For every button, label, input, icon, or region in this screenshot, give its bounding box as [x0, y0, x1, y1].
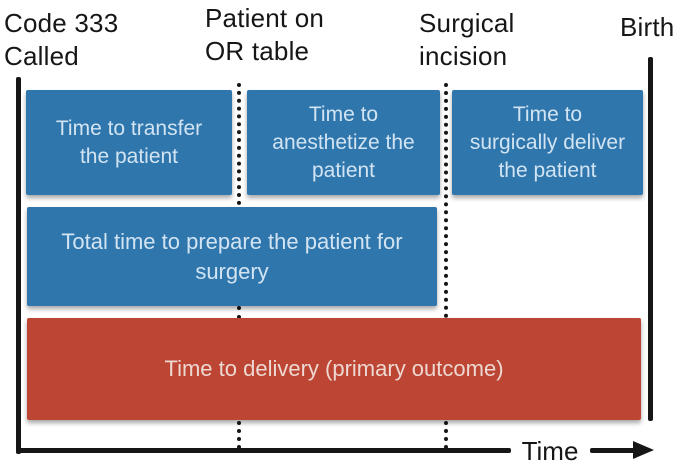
milestone-label-birth: Birth: [620, 12, 675, 42]
interval-box-time-to-delivery-outcome: Time to delivery (primary outcome): [27, 318, 641, 420]
time-axis-line-left: [17, 448, 511, 453]
interval-box-time-to-anesthetize: Time to anesthetize the patient: [247, 90, 440, 195]
interval-box-total-prep-time: Total time to prepare the patient for su…: [27, 207, 437, 306]
milestone-label-surgical-incision: Surgical incision: [419, 8, 515, 71]
dotted-line-or-table-upper: [237, 83, 241, 205]
dotted-line-incision-lower: [444, 421, 448, 449]
dotted-line-or-table-middle: [237, 306, 241, 319]
milestone-line-code-333: [16, 77, 21, 454]
interval-box-time-to-transfer: Time to transfer the patient: [26, 90, 232, 195]
interval-box-time-to-surgically-deliver: Time to surgically deliver the patient: [452, 90, 643, 195]
dotted-line-incision-upper: [444, 83, 448, 318]
time-axis-line-right: [590, 448, 636, 453]
time-axis-arrowhead-icon: [633, 441, 654, 459]
milestone-label-code-333-called: Code 333 Called: [4, 8, 119, 71]
time-axis-label: Time: [521, 436, 579, 466]
dotted-line-or-table-lower: [237, 421, 241, 449]
milestone-line-birth: [648, 57, 653, 421]
milestone-label-patient-on-or-table: Patient on OR table: [205, 3, 325, 66]
